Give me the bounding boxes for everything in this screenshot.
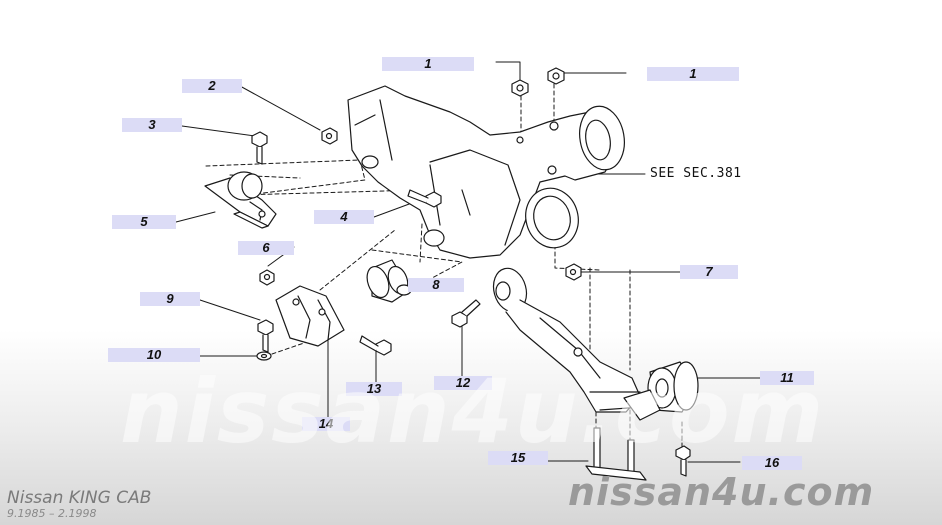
callout-label: 12 bbox=[434, 376, 492, 390]
callout-label: 6 bbox=[238, 241, 294, 255]
callout-label: 13 bbox=[346, 382, 402, 396]
callout-label: 9 bbox=[140, 292, 200, 306]
leader-lines bbox=[175, 61, 761, 463]
differential-carrier bbox=[347, 85, 625, 259]
bolt-part-9 bbox=[257, 319, 274, 353]
bolt-part-4 bbox=[407, 189, 442, 208]
callout-label: 5 bbox=[112, 215, 176, 229]
see-section-reference: SEE SEC.381 bbox=[650, 166, 742, 181]
bolt-part-3 bbox=[251, 131, 268, 165]
callout-label: 4 bbox=[314, 210, 374, 224]
rear-bushing-part-11 bbox=[623, 361, 699, 421]
mount-bracket-part-14 bbox=[275, 285, 345, 347]
callout-label: 14 bbox=[302, 417, 350, 431]
nut-part-6 bbox=[259, 269, 275, 286]
callout-label: 10 bbox=[108, 348, 200, 362]
callout-label: 1 bbox=[647, 67, 739, 81]
callout-label: 3 bbox=[122, 118, 182, 132]
model-name: Nissan KING CAB bbox=[7, 488, 152, 508]
callout-label: 1 bbox=[382, 57, 474, 71]
brand-watermark: nissan4u.com bbox=[568, 470, 875, 514]
callout-label: 11 bbox=[760, 371, 814, 385]
bolt-part-12 bbox=[451, 299, 481, 328]
callout-label: 8 bbox=[408, 278, 464, 292]
nut-part-7 bbox=[565, 263, 582, 281]
bolt-part-16 bbox=[675, 445, 691, 477]
nut-part-2 bbox=[321, 127, 338, 145]
callout-label: 16 bbox=[742, 456, 802, 470]
bolt-part-13 bbox=[359, 335, 392, 356]
callout-label: 7 bbox=[680, 265, 738, 279]
stud-bracket-part-15 bbox=[585, 427, 647, 481]
nut-part-1 bbox=[511, 67, 565, 97]
front-mount-bracket-part-5 bbox=[204, 171, 277, 229]
callout-label: 15 bbox=[488, 451, 548, 465]
production-years: 9.1985 – 2.1998 bbox=[7, 507, 97, 520]
watermark-text: nissan4u.com bbox=[120, 360, 826, 463]
washer-part-10 bbox=[256, 351, 272, 361]
callout-label: 2 bbox=[182, 79, 242, 93]
bushing-part-8 bbox=[366, 259, 412, 303]
